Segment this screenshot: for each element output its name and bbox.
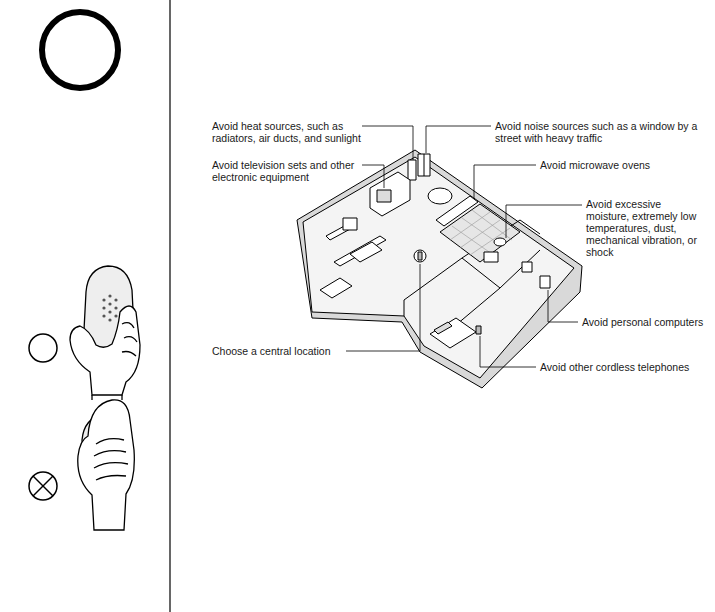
hand-wrong (78, 400, 135, 530)
callout-text: Avoid microwave ovens (540, 159, 710, 171)
correct-symbol (29, 334, 57, 362)
callout-text: Avoid personal computers (582, 316, 710, 328)
callout-text: Avoid heat sources, such as radiators, a… (212, 120, 364, 144)
callout-text: Choose a central location (212, 345, 347, 357)
callout-text: Avoid television sets and other electron… (212, 159, 362, 183)
callout-text: Avoid excessive moisture, extremely low … (586, 198, 704, 258)
hand-correct (70, 266, 140, 400)
callout-text: Avoid noise sources such as a window by … (495, 120, 707, 144)
margin-rule (169, 0, 170, 612)
floor-plan (297, 150, 582, 388)
callout-text: Avoid other cordless telephones (540, 361, 710, 373)
wrong-symbol (29, 472, 57, 500)
section-circle (42, 12, 118, 88)
